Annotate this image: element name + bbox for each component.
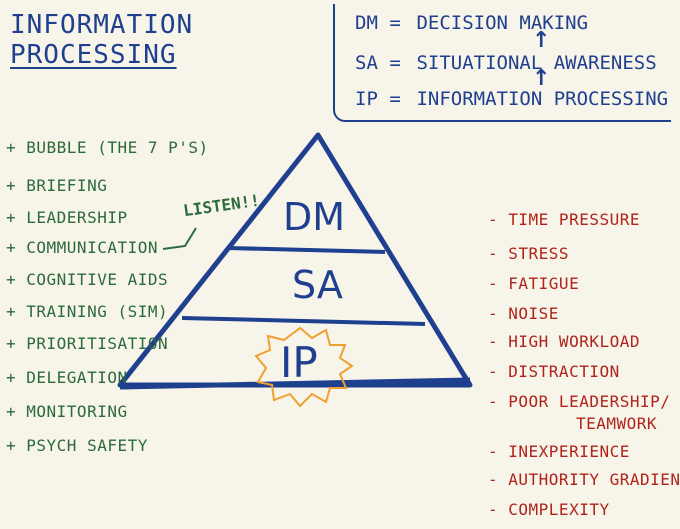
list-item: - FATIGUE [488,274,580,293]
pyramid-base [119,377,471,390]
legend-abbr: IP = [355,88,401,110]
list-item: + PRIORITISATION [6,334,169,353]
arrow-up-icon: ↑ [532,66,551,91]
title-line-1: INFORMATION [10,10,194,40]
pyramid-label-bottom: IP [280,338,318,387]
list-item: - INEXPERIENCE [488,442,630,461]
list-item: - AUTHORITY GRADIENT [488,470,680,489]
title-line-2: PROCESSING [10,40,177,70]
list-item: - DISTRACTION [488,362,620,381]
legend-row-sa: SA = SITUATIONAL AWARENESS [355,52,657,74]
list-item: + PSYCH SAFETY [6,436,148,455]
list-item: - TIME PRESSURE [488,210,640,229]
legend-row-dm: DM = DECISION MAKING [355,12,588,34]
legend-abbr: DM = [355,12,401,34]
list-item: + DELEGATION [6,368,128,387]
list-item: + BRIEFING [6,176,108,195]
list-item: - HIGH WORKLOAD [488,332,640,351]
list-item: TEAMWORK [576,414,658,433]
legend-abbr: SA = [355,52,401,74]
list-item: + TRAINING (SIM) [6,302,169,321]
list-item: + COMMUNICATION [6,238,158,257]
list-item: + LEADERSHIP [6,208,128,227]
legend-text: SITUATIONAL AWARENESS [416,52,657,74]
list-item: + MONITORING [6,402,128,421]
legend-box [333,4,671,122]
list-item: - STRESS [488,244,570,263]
starburst-icon [254,326,354,408]
legend-text: INFORMATION PROCESSING [416,88,669,110]
list-item: - NOISE [488,304,559,323]
list-item: - COMPLEXITY [488,500,610,519]
legend-row-ip: IP = INFORMATION PROCESSING [355,88,668,110]
legend-text: DECISION MAKING [416,12,589,34]
pyramid-divider-top [227,246,386,254]
pyramid-label-middle: SA [292,263,343,307]
list-item: + COGNITIVE AIDS [6,270,169,289]
arrow-up-icon: ↑ [532,28,551,53]
pyramid-label-top: DM [283,195,346,239]
page-title: INFORMATION PROCESSING [10,10,193,70]
list-item: + BUBBLE (THE 7 P'S) [6,138,209,157]
pyramid-divider-bottom [181,316,426,326]
list-item: - POOR LEADERSHIP/ [488,392,671,411]
callout-line [162,227,197,250]
